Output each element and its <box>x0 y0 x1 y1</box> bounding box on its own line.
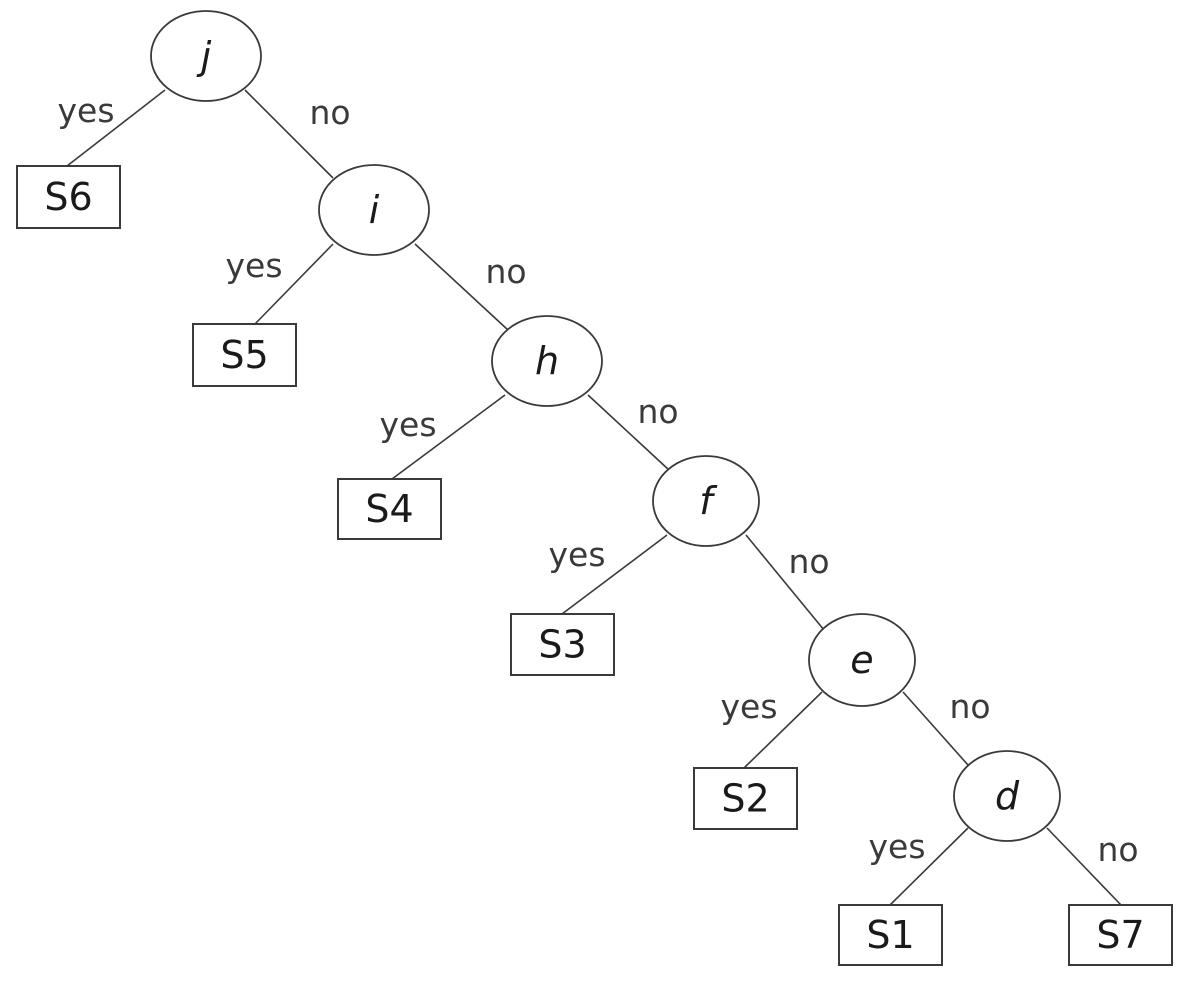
branch-label-i-yes: yes <box>225 246 282 285</box>
decision-node-f: f <box>652 455 760 547</box>
leaf-node-s4: S4 <box>337 478 442 540</box>
decision-node-i-label: i <box>369 188 380 232</box>
leaf-node-s1-label: S1 <box>866 913 914 957</box>
branch-label-f-yes: yes <box>548 535 605 574</box>
leaf-node-s2-label: S2 <box>721 777 769 821</box>
decision-node-d-label: d <box>995 774 1020 818</box>
branch-label-e-no: no <box>949 687 990 726</box>
edge-f-yes-to-s3 <box>561 534 668 615</box>
edge-i-yes-to-s5 <box>254 243 334 325</box>
edge-i-no-to-h <box>414 243 509 331</box>
decision-node-j-oval <box>150 10 262 102</box>
leaf-node-s3: S3 <box>510 613 615 676</box>
leaf-node-s4-label: S4 <box>365 487 413 531</box>
leaf-node-s6-label: S6 <box>44 175 92 219</box>
leaf-node-s5: S5 <box>192 323 297 387</box>
decision-node-e-label: e <box>850 638 873 682</box>
leaf-node-s7: S7 <box>1068 904 1173 966</box>
edge-d-no-to-s7 <box>1046 827 1122 906</box>
leaf-node-s5-box <box>192 323 297 387</box>
leaf-node-s3-box <box>510 613 615 676</box>
decision-node-e-oval <box>808 613 916 707</box>
decision-node-j: j <box>150 10 262 102</box>
edge-f-no-to-e <box>745 534 825 631</box>
branch-label-i-no: no <box>485 252 526 291</box>
edge-e-no-to-d <box>902 691 969 766</box>
leaf-node-s2-box <box>693 767 798 830</box>
edge-h-no-to-f <box>587 394 670 471</box>
leaf-node-s3-label: S3 <box>538 623 586 667</box>
edge-e-yes-to-s2 <box>743 691 823 769</box>
edge-j-no-to-i <box>244 89 334 179</box>
decision-node-i-oval <box>318 164 430 256</box>
tree-edges <box>66 89 1122 906</box>
decision-node-h-oval <box>491 315 603 407</box>
branch-label-d-no: no <box>1097 830 1138 869</box>
branch-label-e-yes: yes <box>720 687 777 726</box>
leaf-node-s1: S1 <box>838 904 943 966</box>
leaf-node-s6: S6 <box>16 165 121 229</box>
edge-h-yes-to-s4 <box>391 394 506 480</box>
branch-label-d-yes: yes <box>868 827 925 866</box>
tree-edge-labels: yes no yes no yes no yes no yes no yes no <box>57 91 1138 869</box>
leaf-node-s7-box <box>1068 904 1173 966</box>
branch-label-f-no: no <box>788 542 829 581</box>
edge-j-yes-to-s6 <box>66 89 166 167</box>
branch-label-h-no: no <box>637 392 678 431</box>
decision-node-d-oval <box>953 750 1061 842</box>
leaf-node-s1-box <box>838 904 943 966</box>
decision-node-i: i <box>318 164 430 256</box>
leaf-node-s4-box <box>337 478 442 540</box>
decision-node-e: e <box>808 613 916 707</box>
leaf-node-s2: S2 <box>693 767 798 830</box>
leaf-node-s5-label: S5 <box>220 333 268 377</box>
decision-node-h-label: h <box>535 339 559 383</box>
decision-node-d: d <box>953 750 1061 842</box>
branch-label-j-no: no <box>309 93 350 132</box>
branch-label-h-yes: yes <box>379 405 436 444</box>
leaf-node-s7-label: S7 <box>1096 913 1144 957</box>
leaf-node-s6-box <box>16 165 121 229</box>
edge-d-yes-to-s1 <box>889 827 969 906</box>
decision-node-h: h <box>491 315 603 407</box>
decision-node-f-oval <box>652 455 760 547</box>
branch-label-j-yes: yes <box>57 91 114 130</box>
